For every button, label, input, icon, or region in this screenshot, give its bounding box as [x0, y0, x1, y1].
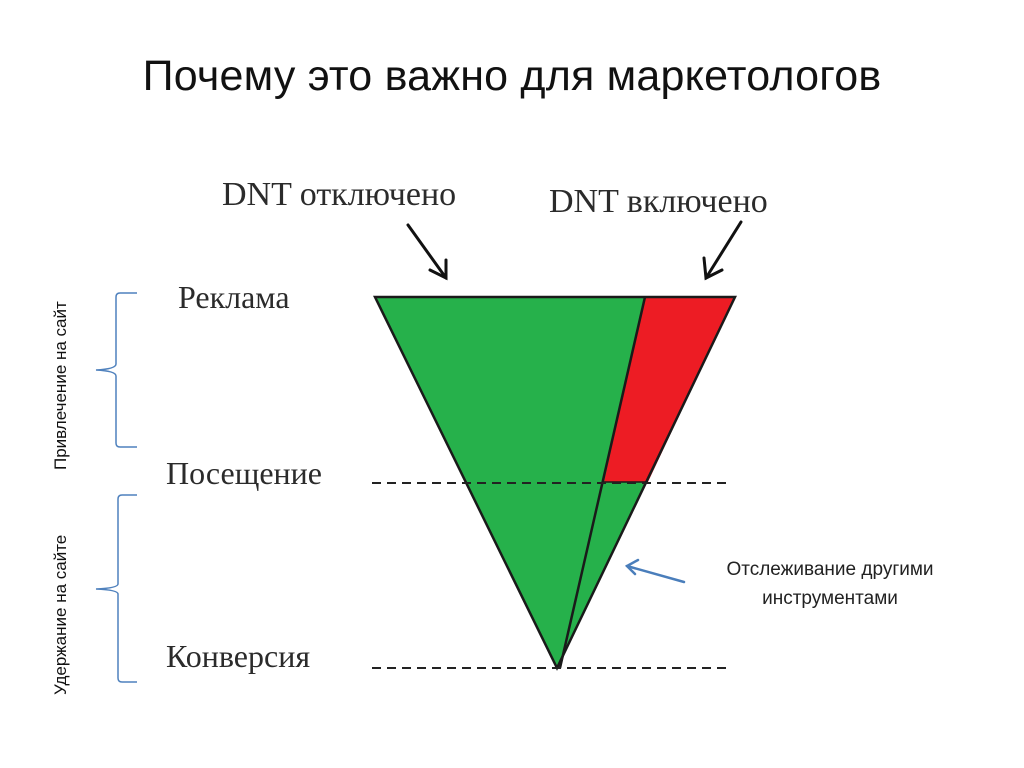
dnt-off-label: DNT отключено [222, 176, 457, 213]
dnt-off-arrow-icon [406, 223, 448, 281]
tracking-note: Отслеживание другими инструментами [690, 555, 970, 613]
dnt-on-arrow-icon [702, 220, 743, 281]
attraction-group-label: Привлечение на сайт [51, 301, 70, 470]
tracking-note-line1: Отслеживание другими [726, 559, 934, 580]
tracking-arrow-icon [624, 558, 686, 584]
attraction-bracket [95, 292, 137, 448]
stage-ads-label: Реклама [178, 279, 290, 315]
funnel-red-area [604, 297, 735, 482]
retention-bracket [95, 494, 137, 683]
tracking-note-line2: инструментами [762, 588, 898, 609]
retention-group-label: Удержание на сайте [51, 534, 70, 695]
stage-conversion-label: Конверсия [166, 638, 311, 674]
dnt-on-label: DNT включено [549, 183, 768, 220]
stage-visit-label: Посещение [166, 455, 322, 491]
slide-title: Почему это важно для маркетологов [142, 52, 882, 100]
